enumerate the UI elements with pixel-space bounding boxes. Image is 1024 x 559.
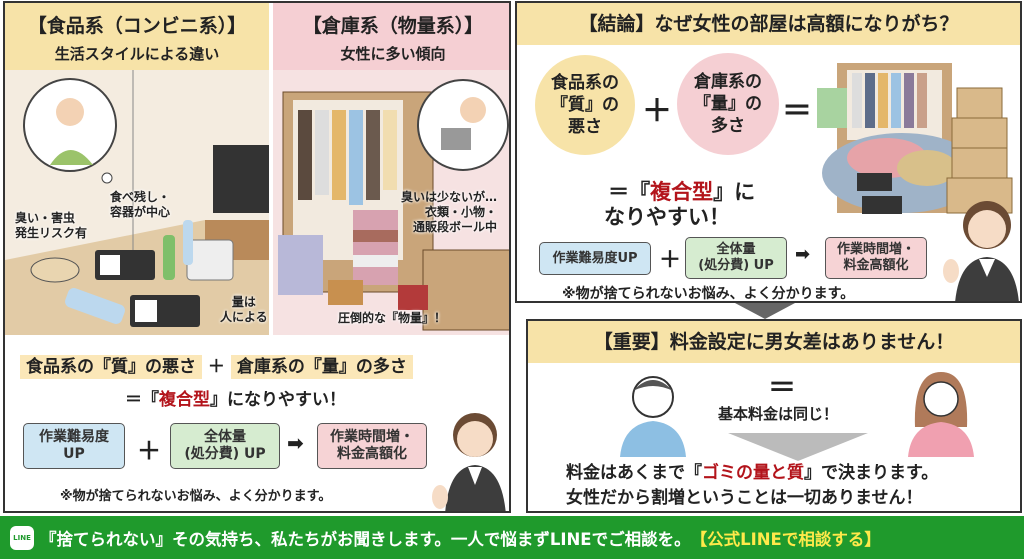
result-keyword: 複合型 [159,390,210,410]
summary-result: ＝『複合型』になりやすい！ [125,385,346,410]
conclusion-title: 【結論】なぜ女性の部屋は高額になりがち？ [517,3,1020,45]
line1-keyword: ゴミの量と質 [702,463,804,483]
conclusion-panel: 【結論】なぜ女性の部屋は高額になりがち？ 食品系の 『質』の 悪さ ＋ 倉庫系の… [515,1,1022,303]
food-label-smell: 臭い・害虫 発生リスク有 [15,211,88,240]
result-prefix: ＝『 [125,390,159,410]
storage-column: 【倉庫系（物量系）】 女性に多い傾向 臭いは少ないが… 衣類・小物・ 通販段ボー… [273,3,509,335]
result-suffix: 』になりやすい！ [210,390,346,410]
plus-sign: ＋ [207,357,225,377]
term-storage-quantity: 倉庫系の『量』の多さ [230,355,413,379]
messy-room-illustration [817,63,1013,214]
conclusion-note: ※物が捨てられないお悩み、よく分かります。 [562,286,855,302]
storage-label-smell: 臭いは少ないが… 衣類・小物・ 通販段ボール中 [401,190,498,234]
volume-box: 全体量 (処分費) UP [685,237,787,279]
plus-sign: ＋ [659,248,682,273]
important-title: 【重要】料金設定に男女差はありません！ [528,321,1020,363]
conclusion-result: ＝『複合型』に なりやすい！ [557,155,777,255]
footer-message: 『捨てられない』その気持ち、私たちがお聞きします。一人で悩まずLINEでご相談を… [40,529,691,549]
no-surcharge-text: 女性だから割増ということは一切ありません！ [566,488,923,508]
food-quality-circle: 食品系の 『質』の 悪さ [535,55,635,155]
equals-sign: ＝ [782,94,812,129]
important-panel: 【重要】料金設定に男女差はありません！ ＝ 基本料金は同じ！ 料金はあくまで『ゴ… [526,319,1022,513]
storage-label-volume: 圧倒的な『物量』！ [338,311,447,325]
staff-illustration [943,201,1019,301]
down-triangle-icon [728,433,868,461]
left-summary: 食品系の『質』の悪さ ＋ 倉庫系の『量』の多さ ＝『複合型』になりやすい！ 作業… [5,335,509,511]
plus-sign: ＋ [137,437,161,465]
woman-icon [908,372,974,457]
cost-box: 作業時間増・ 料金高額化 [825,237,927,279]
staff-illustration [432,413,506,511]
food-label-amount: 量は 人による [220,295,268,324]
line-cta-banner[interactable]: LINE 『捨てられない』その気持ち、私たちがお聞きします。一人で悩まずLINE… [0,516,1024,559]
arrow-icon: ➡ [795,244,811,265]
result-keyword: 複合型 [650,180,714,204]
volume-box: 全体量 (処分費) UP [170,423,280,469]
difficulty-box: 作業難易度UP [539,242,651,275]
arrow-icon: ➡ [287,431,304,455]
price-basis-text: 料金はあくまで『ゴミの量と質』で決まります。 [566,458,938,483]
equals-sign: ＝ [768,371,797,404]
storage-quantity-circle: 倉庫系の 『量』の 多さ [677,53,779,155]
food-room-illustration [5,70,269,335]
line-consult-link[interactable]: 【公式LINEで相談する】 [690,529,881,549]
summary-note: ※物が捨てられないお悩み、よく分かります。 [60,489,332,504]
line1-prefix: 料金はあくまで『 [566,463,702,483]
difficulty-box: 作業難易度 UP [23,423,125,469]
food-header: 【食品系（コンビニ系）】 生活スタイルによる違い [5,3,269,70]
food-column: 【食品系（コンビニ系）】 生活スタイルによる違い 臭い・害虫 発生リスク有 食べ… [5,3,269,335]
food-subtitle: 生活スタイルによる違い [54,45,220,63]
storage-header: 【倉庫系（物量系）】 女性に多い傾向 [273,3,509,70]
cost-box: 作業時間増・ 料金高額化 [317,423,427,469]
storage-title: 【倉庫系（物量系）】 [302,15,484,37]
result-suffix: 』に なりやすい！ [604,180,756,229]
term-food-quality: 食品系の『質』の悪さ [20,355,202,379]
storage-room-illustration [278,79,509,331]
left-panel: 【食品系（コンビニ系）】 生活スタイルによる違い 臭い・害虫 発生リスク有 食べ… [3,1,511,513]
down-arrow-icon [735,303,795,319]
food-label-leftovers: 食べ残し・ 容器が中心 [110,190,171,219]
result-prefix: ＝『 [608,180,651,204]
food-title: 【食品系（コンビニ系）】 [27,15,247,37]
same-price-text: 基本料金は同じ！ [718,405,839,423]
line-icon: LINE [10,525,34,550]
summary-formula: 食品系の『質』の悪さ ＋ 倉庫系の『量』の多さ [20,352,413,379]
plus-sign: ＋ [642,94,672,129]
storage-subtitle: 女性に多い傾向 [340,45,446,63]
man-icon [620,376,686,457]
line1-suffix: 』で決まります。 [804,463,939,483]
